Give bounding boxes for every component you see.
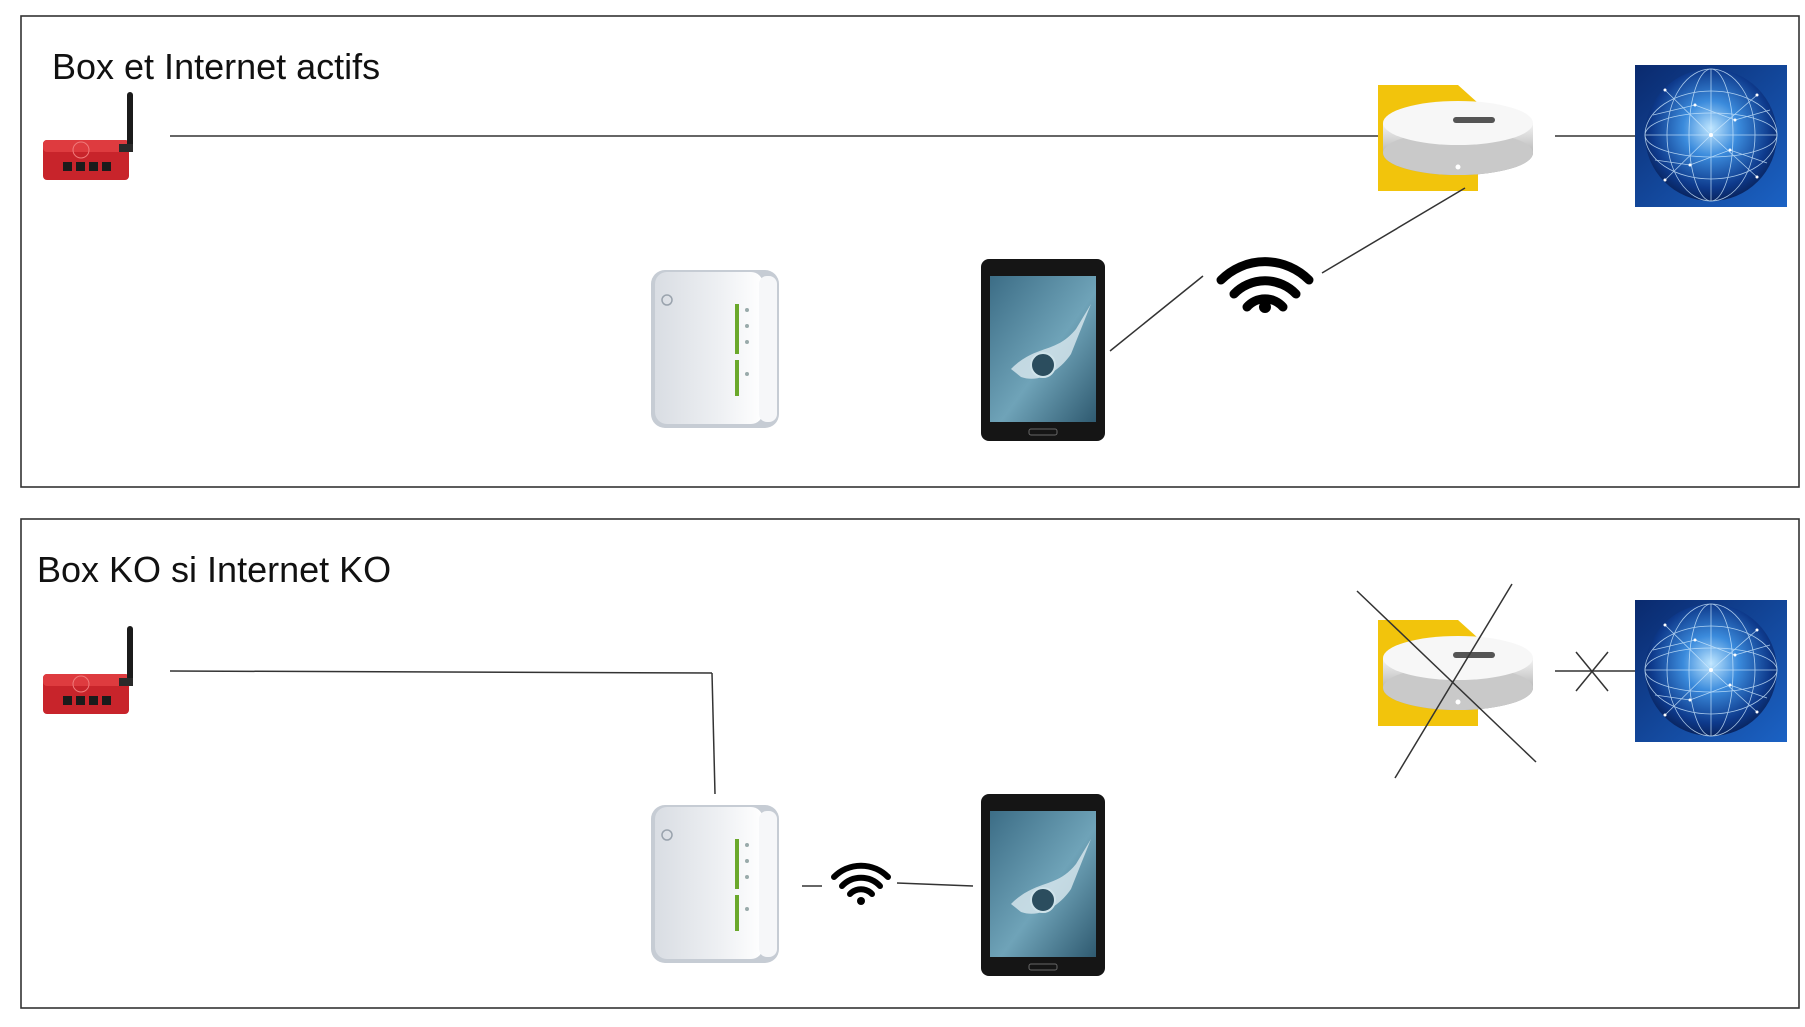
raspberry-router-icon bbox=[42, 91, 134, 181]
travel-router-icon bbox=[650, 269, 780, 429]
wifi-icon bbox=[831, 862, 891, 905]
panel-active-border bbox=[20, 15, 1800, 488]
internet-globe-icon bbox=[1634, 599, 1788, 743]
box-failure-cross bbox=[1356, 583, 1537, 779]
panel-failure: Box KO si Internet KO bbox=[20, 518, 1800, 1009]
panel-failure-border bbox=[20, 518, 1800, 1009]
isp-box-icon bbox=[1378, 620, 1533, 726]
internet-globe-icon bbox=[1634, 64, 1788, 208]
raspberry-router-icon bbox=[42, 625, 134, 715]
travel-router-icon bbox=[650, 804, 780, 964]
link-rpi-to-travel-router bbox=[711, 672, 716, 795]
panel-active-title: Box et Internet actifs bbox=[52, 46, 380, 87]
broken-link-cross bbox=[1575, 651, 1609, 692]
link-wifi-to-tablet bbox=[896, 882, 974, 887]
panel-failure-title: Box KO si Internet KO bbox=[37, 549, 391, 590]
isp-box-icon bbox=[1378, 85, 1533, 191]
panel-active: Box et Internet actifs bbox=[20, 15, 1800, 488]
tablet-icon bbox=[980, 258, 1106, 442]
link-box-to-wifi bbox=[1321, 187, 1466, 274]
link-rpi-horizontal bbox=[169, 670, 713, 674]
link-wifi-to-tablet bbox=[1109, 275, 1204, 352]
wifi-icon bbox=[1216, 257, 1314, 313]
tablet-icon bbox=[980, 793, 1106, 977]
